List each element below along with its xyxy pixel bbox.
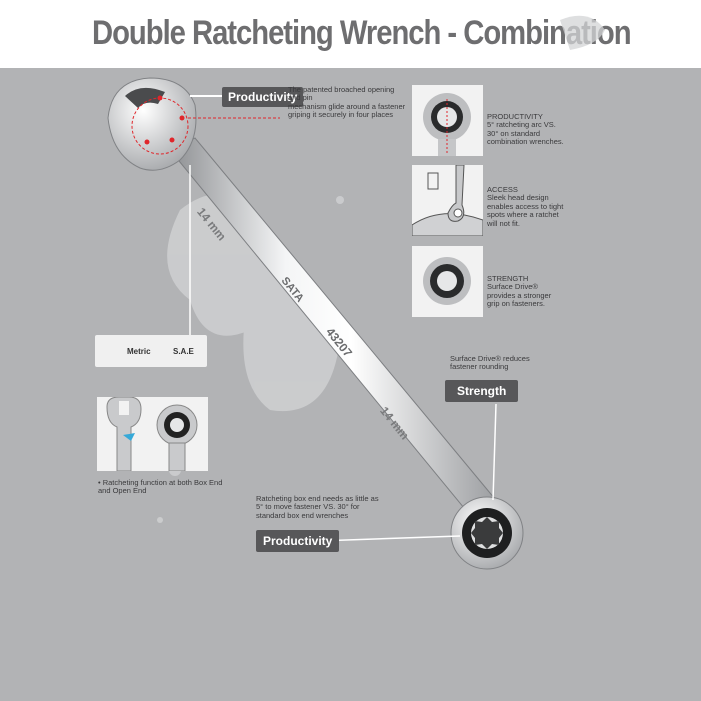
feature-productivity: PRODUCTIVITY 5° ratcheting arc VS.30° on… [487,112,564,147]
note-ratchet-both: • Ratcheting function at both Box End an… [98,478,223,496]
page-title: Double Ratcheting Wrench - Combination [92,14,632,52]
strength-tag: Strength [445,380,519,402]
gray-background [0,68,701,701]
feature-strength: STRENGTH Surface Drive®provides a strong… [487,274,552,309]
legend-metric: Metric [127,347,151,356]
feature-image-strength [412,246,483,317]
ratchet-both-ends-image [97,396,208,472]
productivity-tag-bottom: Productivity [256,530,340,552]
productivity-tag-top: Productivity [222,87,304,107]
feature-image-access [411,164,484,237]
wrench [107,77,524,570]
legend-sae: S.A.E [173,347,194,356]
metric-sae-legend: Metric S.A.E [95,335,207,367]
feature-image-productivity [412,85,483,156]
